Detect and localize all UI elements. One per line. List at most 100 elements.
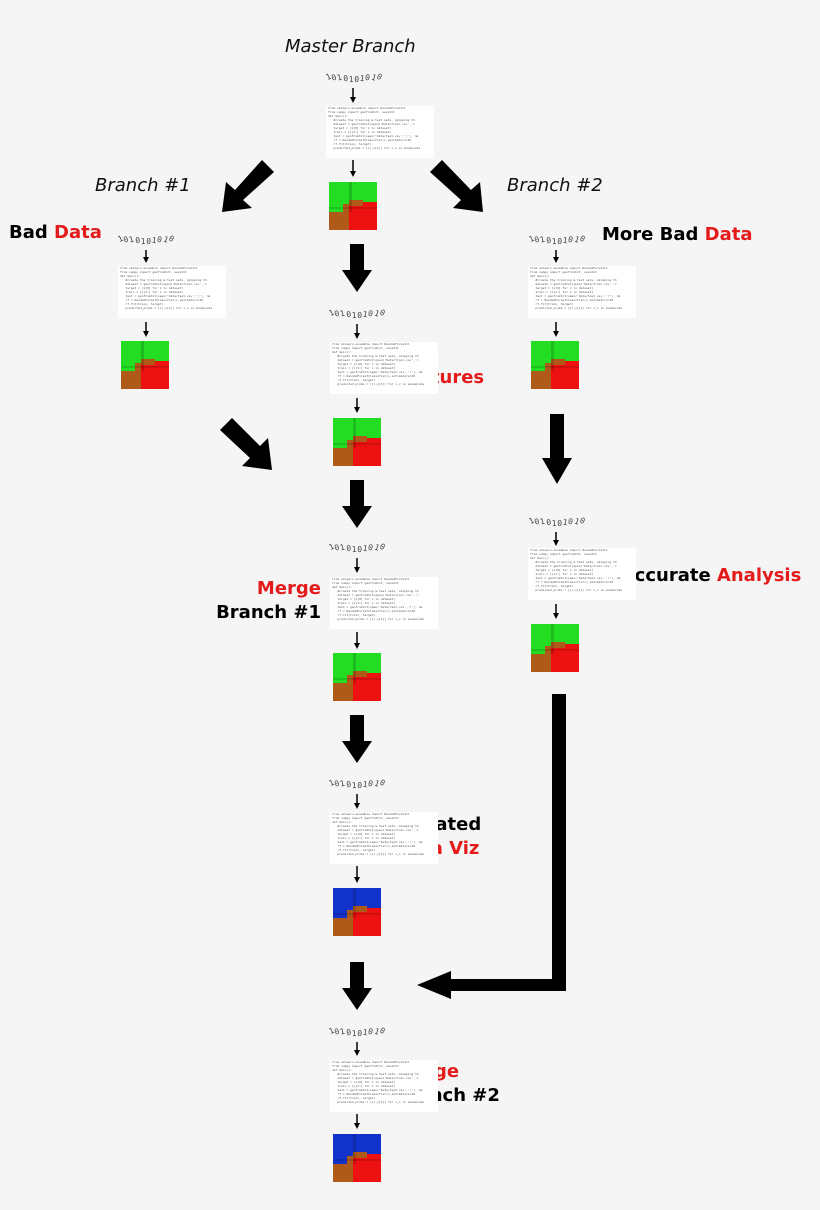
big-arrow-down-2 [342, 480, 372, 528]
code-line: rf.fit(train, target) [120, 302, 164, 306]
code-line: rf = RandomForestClassifier(n_estimators… [530, 298, 614, 302]
heat-region-top [333, 1154, 353, 1164]
heat-stripe [333, 443, 381, 445]
heat-stripe [329, 207, 377, 209]
heat-region-brown [329, 212, 343, 230]
heat-region-brown [353, 671, 367, 677]
binary-digit: 0 [342, 73, 349, 84]
code-line: rf.fit(train, target) [332, 613, 376, 617]
code-line: def main(): [332, 1068, 352, 1072]
code-line: from sklearn.ensemble import RandomFores… [120, 266, 198, 270]
code-line: from sklearn.ensemble import RandomFores… [332, 1060, 410, 1064]
binary-digit: 1 [351, 544, 357, 554]
code-line: train = [x[1:] for x in dataset] [120, 290, 184, 294]
heat-region-brown [531, 654, 545, 672]
heat-region-brown [353, 436, 367, 442]
code-line: from numpy import genfromtxt, savetxt [332, 816, 399, 820]
code-line: dataset = genfromtxt(open('Data/train.cs… [120, 282, 207, 286]
more-bad-data-label-black: More Bad [602, 224, 705, 245]
code-line: train = [x[1:] for x in dataset] [530, 572, 594, 576]
code-line: from numpy import genfromtxt, savetxt [332, 346, 399, 350]
code-snippet: from sklearn.ensemble import RandomFores… [330, 577, 438, 629]
code-line: #create the training & test sets, skippi… [332, 1072, 419, 1076]
heat-region-brown [353, 906, 367, 912]
binary-digit: 0 [545, 235, 552, 246]
binary-digit: 1 [351, 1028, 357, 1038]
heat-stripe [353, 1134, 356, 1164]
heat-region-brown [531, 371, 545, 389]
heatmap-plot [121, 341, 169, 389]
code-line: test = genfromtxt(open('Data/test.csv','… [120, 294, 211, 298]
inaccurate-analysis-red: Analysis [716, 565, 802, 586]
master-branch-title: Master Branch [285, 36, 416, 57]
code-line: from numpy import genfromtxt, savetxt [332, 1064, 399, 1068]
code-snippet: from sklearn.ensemble import RandomFores… [330, 1060, 438, 1112]
code-line: from sklearn.ensemble import RandomFores… [328, 106, 406, 110]
code-line: target = [x[0] for x in dataset] [332, 362, 396, 366]
code-line: dataset = genfromtxt(open('Data/train.cs… [332, 828, 419, 832]
heat-stripe [349, 182, 352, 212]
code-line: target = [x[0] for x in dataset] [328, 126, 392, 130]
code-line: rf = RandomForestClassifier(n_estimators… [332, 374, 416, 378]
heat-stripe [551, 624, 554, 654]
code-line: #create the training & test sets, skippi… [120, 278, 207, 282]
heat-region-top [333, 908, 353, 918]
code-line: target = [x[0] for x in dataset] [332, 832, 396, 836]
code-line: rf = RandomForestClassifier(n_estimators… [332, 609, 416, 613]
code-line: def main(): [332, 585, 352, 589]
heat-stripe [353, 888, 356, 918]
binary-digit: 0 [345, 1027, 352, 1038]
heat-region-top [333, 673, 353, 683]
code-line: test = genfromtxt(open('Data/test.csv','… [530, 294, 621, 298]
code-line: test = genfromtxt(open('Data/test.csv','… [328, 134, 419, 138]
code-line: predicted_probs = [[i,x[1]] for i,x in e… [328, 146, 421, 150]
binary-digit: 0 [134, 235, 141, 246]
heat-region-brown [121, 371, 135, 389]
merge-branch1-label: Merge Branch #1 [213, 577, 321, 625]
code-snippet: from sklearn.ensemble import RandomFores… [118, 266, 226, 318]
code-line: predicted_probs = [[i,x[1]] for i,x in e… [332, 617, 425, 621]
heat-region-brown [343, 204, 349, 230]
merge-branch1-line1: Merge [256, 578, 321, 599]
code-line: from sklearn.ensemble import RandomFores… [530, 266, 608, 270]
code-line: rf.fit(train, target) [530, 584, 574, 588]
heatmap-plot [333, 418, 381, 466]
big-arrow-down-3 [342, 715, 372, 763]
code-snippet: from sklearn.ensemble import RandomFores… [528, 548, 636, 600]
code-line: predicted_probs = [[i,x[1]] for i,x in e… [530, 588, 623, 592]
bad-data-label: Bad Data [9, 221, 102, 245]
heat-region-brown [545, 363, 551, 389]
heatmap-plot [531, 624, 579, 672]
code-line: rf.fit(train, target) [530, 302, 574, 306]
code-line: train = [x[1:] for x in dataset] [332, 366, 396, 370]
heat-region-brown [347, 675, 353, 701]
code-line: dataset = genfromtxt(open('Data/train.cs… [530, 564, 617, 568]
code-line: from sklearn.ensemble import RandomFores… [530, 548, 608, 552]
code-line: #create the training & test sets, skippi… [332, 589, 419, 593]
heat-region-top [121, 361, 141, 371]
code-line: from sklearn.ensemble import RandomFores… [332, 812, 410, 816]
code-line: def main(): [332, 820, 352, 824]
heatmap-plot [333, 888, 381, 936]
branch2-title: Branch #2 [507, 175, 603, 196]
code-line: rf = RandomForestClassifier(n_estimators… [120, 298, 204, 302]
code-line: target = [x[0] for x in dataset] [120, 286, 184, 290]
code-snippet: from sklearn.ensemble import RandomFores… [326, 106, 434, 158]
code-line: target = [x[0] for x in dataset] [332, 1080, 396, 1084]
heat-stripe [353, 653, 356, 683]
heat-stripe [531, 366, 579, 368]
heat-stripe [333, 1159, 381, 1161]
heat-region-brown [545, 646, 551, 672]
heat-region-brown [333, 683, 347, 701]
code-snippet: from sklearn.ensemble import RandomFores… [330, 342, 438, 394]
code-line: dataset = genfromtxt(open('Data/train.cs… [332, 1076, 419, 1080]
binary-digit: 1 [140, 236, 146, 246]
code-line: #create the training & test sets, skippi… [332, 354, 419, 358]
heat-stripe [531, 649, 579, 651]
code-line: dataset = genfromtxt(open('Data/train.cs… [530, 282, 617, 286]
